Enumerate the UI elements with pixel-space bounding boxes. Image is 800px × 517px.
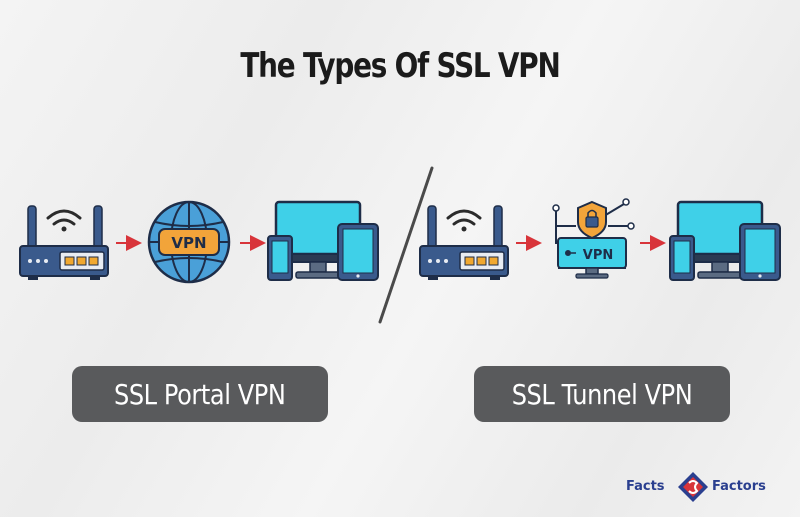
vpn-badge-text: VPN bbox=[171, 234, 206, 252]
divider-slash bbox=[378, 166, 434, 324]
ssl-tunnel-vpn-label: SSL Tunnel VPN bbox=[474, 366, 730, 422]
brand-word-factors: Factors bbox=[712, 479, 766, 494]
brand-ampersand-icon bbox=[678, 472, 708, 502]
pill-text: SSL Portal VPN bbox=[114, 377, 286, 411]
devices-icon bbox=[669, 200, 781, 281]
tunnel-vpn-icon: VPN bbox=[552, 198, 635, 279]
brand-word-facts: Facts bbox=[626, 479, 665, 494]
router-icon bbox=[419, 205, 509, 280]
ssl-portal-vpn-label: SSL Portal VPN bbox=[72, 366, 328, 422]
vpn-badge-text: VPN bbox=[583, 248, 613, 263]
globe-vpn-icon: VPN bbox=[147, 200, 231, 284]
pill-text: SSL Tunnel VPN bbox=[511, 377, 693, 411]
brand-logo: Facts Factors bbox=[626, 470, 776, 504]
page-title: The Types Of SSL VPN bbox=[240, 46, 560, 86]
devices-icon bbox=[267, 200, 379, 281]
router-icon bbox=[19, 205, 109, 280]
